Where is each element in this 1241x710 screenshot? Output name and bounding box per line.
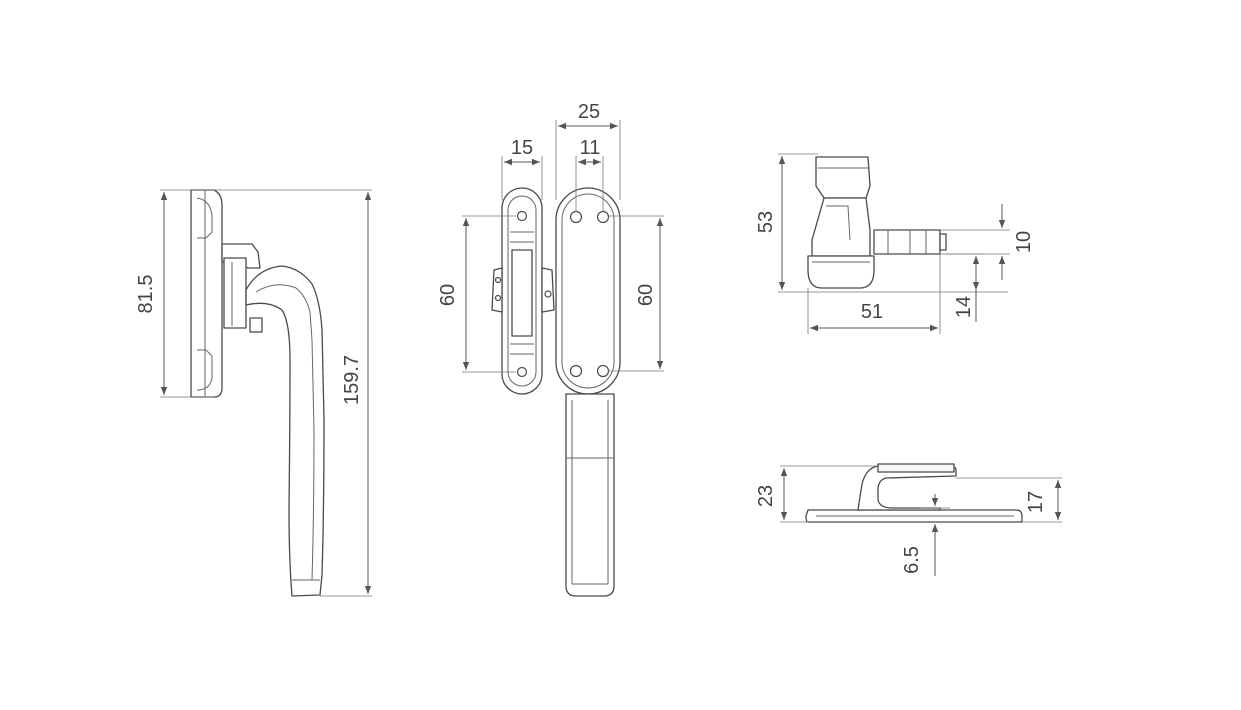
dimension-side-height: 81.5	[135, 189, 214, 398]
dim-label-17: 17	[1025, 491, 1047, 513]
dimension-keeper-height: 23	[755, 465, 878, 523]
dimension-top-height: 53	[755, 153, 1008, 293]
dim-label-6-5: 6.5	[901, 546, 923, 574]
dim-label-11: 11	[580, 137, 601, 159]
dimension-top-pin: 10	[940, 204, 1035, 280]
handle-top-view	[807, 156, 947, 289]
dim-label-159-7: 159.7	[341, 355, 363, 405]
dim-label-51: 51	[861, 301, 883, 323]
handle-front-view	[491, 187, 621, 597]
dimension-front-slot: 11	[575, 137, 604, 212]
dimension-front-spacing: 60	[608, 215, 664, 372]
dimension-front-width: 25	[555, 101, 621, 200]
dim-label-15: 15	[511, 137, 533, 159]
dim-label-53: 53	[755, 211, 777, 233]
dim-label-60-right: 60	[635, 284, 657, 306]
handle-side-view	[190, 189, 325, 597]
dim-label-10: 10	[1013, 231, 1035, 253]
dimension-top-offset: 14	[946, 253, 984, 322]
dim-label-60-left: 60	[437, 284, 459, 306]
dim-label-81-5: 81.5	[135, 275, 157, 314]
dimension-top-width: 51	[807, 254, 941, 334]
dim-label-14: 14	[953, 296, 975, 318]
dimension-keeper-gap: 6.5	[901, 494, 950, 576]
dim-label-23: 23	[755, 485, 777, 507]
dimension-side-length: 159.7	[214, 189, 372, 597]
keeper-view	[805, 463, 1023, 523]
dimension-keeper-right: 17	[956, 477, 1062, 523]
dim-label-25: 25	[578, 101, 600, 123]
dimension-base-spacing: 60	[437, 215, 516, 373]
dimension-base-width: 15	[501, 137, 543, 200]
